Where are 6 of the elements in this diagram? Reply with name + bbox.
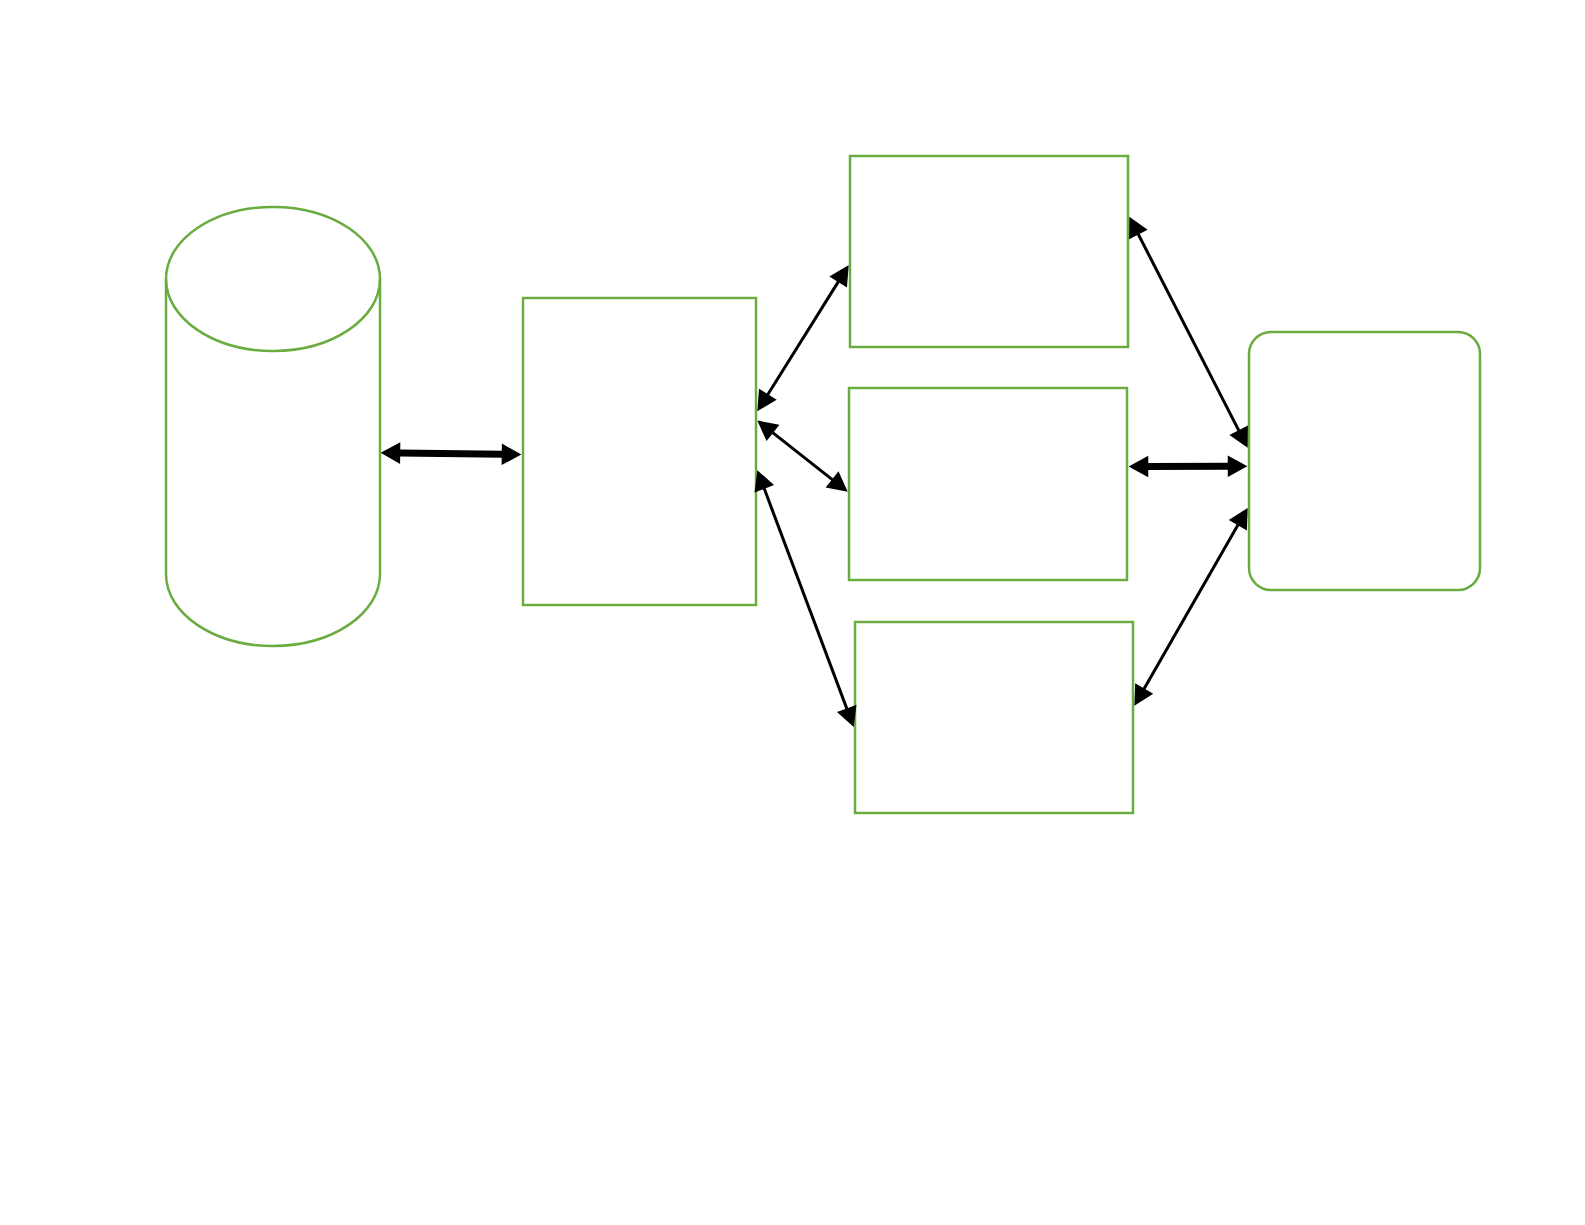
process-box: [848, 154, 1130, 349]
cylinder: [164, 205, 382, 648]
process-box: [521, 296, 758, 607]
rounded-box: [1247, 330, 1482, 592]
process-box: [853, 620, 1135, 815]
process-box: [847, 386, 1129, 582]
